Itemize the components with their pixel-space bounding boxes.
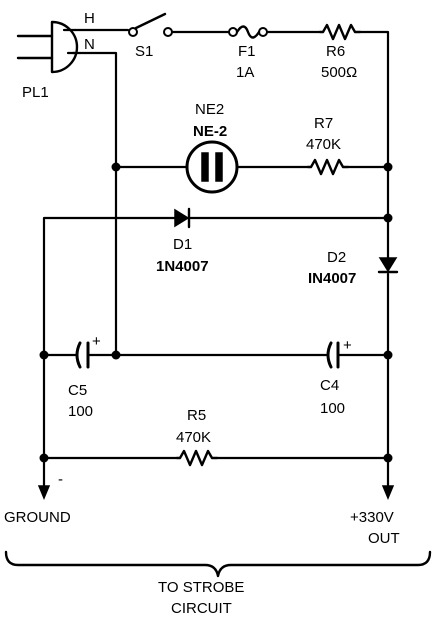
switch-ref-label: S1 bbox=[135, 43, 153, 60]
c5-polarity: + bbox=[92, 333, 101, 350]
r6-ref-label: R6 bbox=[326, 43, 345, 60]
ne2-ref-label: NE2 bbox=[195, 101, 224, 118]
plug-pl1: H N PL1 bbox=[16, 10, 95, 101]
resistor-r7: R7 470K bbox=[306, 115, 350, 176]
ne2-electrode-left bbox=[201, 152, 209, 182]
r5-value-label: 470K bbox=[176, 429, 211, 446]
junctions bbox=[39, 162, 393, 463]
d1-triangle bbox=[174, 208, 190, 228]
outputs: - GROUND +330V OUT bbox=[4, 471, 400, 547]
bracket-brace bbox=[4, 550, 432, 578]
plug-body bbox=[50, 20, 79, 74]
c4-value-label: 100 bbox=[320, 400, 345, 417]
footer-line-1: TO STROBE bbox=[158, 579, 244, 596]
hv-out-arrow bbox=[381, 485, 395, 500]
wires bbox=[42, 28, 390, 489]
ground-sign: - bbox=[58, 471, 63, 488]
d2-triangle bbox=[378, 257, 398, 273]
ne2-electrode-right bbox=[215, 152, 223, 182]
junction-dot bbox=[383, 453, 393, 463]
capacitor-c5: + C5 100 bbox=[68, 333, 101, 420]
junction-dot bbox=[111, 162, 121, 172]
fuse-ref-label: F1 bbox=[238, 43, 256, 60]
ne2-value-label: NE-2 bbox=[193, 123, 227, 140]
switch-s1: S1 bbox=[128, 12, 173, 60]
c5-value-label: 100 bbox=[68, 403, 93, 420]
r7-zigzag bbox=[306, 158, 350, 176]
c4-ref-label: C4 bbox=[320, 377, 339, 394]
capacitor-c4: + C4 100 bbox=[320, 337, 352, 417]
junction-dot bbox=[39, 453, 49, 463]
ground-label: GROUND bbox=[4, 509, 71, 526]
fuse-element bbox=[235, 25, 261, 39]
resistor-r5: R5 470K bbox=[175, 407, 219, 467]
ground-arrow bbox=[37, 485, 51, 500]
c4-polarity: + bbox=[343, 337, 352, 354]
neon-lamp-ne2: NE2 NE-2 bbox=[185, 101, 239, 194]
d1-left-wire bbox=[42, 216, 177, 357]
switch-contact-right bbox=[163, 27, 173, 37]
r7-value-label: 470K bbox=[306, 136, 341, 153]
hv-out-label: +330V bbox=[350, 509, 394, 526]
ne2-envelope bbox=[185, 140, 239, 194]
junction-dot bbox=[111, 350, 121, 360]
d2-value-label: IN4007 bbox=[308, 270, 356, 287]
junction-dot bbox=[39, 350, 49, 360]
r7-ref-label: R7 bbox=[314, 115, 333, 132]
d1-value-label: 1N4007 bbox=[156, 258, 209, 275]
diode-d1: D1 1N4007 bbox=[156, 207, 209, 275]
junction-dot bbox=[383, 162, 393, 172]
d2-ref-label: D2 bbox=[327, 249, 346, 266]
c4-plate-curved bbox=[326, 341, 333, 369]
diode-d2: D2 IN4007 bbox=[308, 249, 399, 287]
r6-zigzag bbox=[318, 23, 362, 41]
fuse-value-label: 1A bbox=[236, 64, 254, 81]
fuse-f1: F1 1A bbox=[228, 25, 268, 81]
plug-hot-label: H bbox=[84, 10, 95, 27]
c5-ref-label: C5 bbox=[68, 382, 87, 399]
plug-neutral-label: N bbox=[84, 36, 95, 53]
r5-ref-label: R5 bbox=[187, 407, 206, 424]
c5-plate-curved bbox=[75, 341, 82, 369]
r5-zigzag bbox=[175, 449, 219, 467]
switch-lever bbox=[134, 12, 167, 30]
neutral-wire bbox=[71, 51, 118, 357]
r6-right-rail-wire bbox=[358, 30, 390, 260]
d1-ref-label: D1 bbox=[173, 236, 192, 253]
resistor-r6: R6 500Ω bbox=[318, 23, 362, 81]
junction-dot bbox=[383, 213, 393, 223]
r6-value-label: 500Ω bbox=[321, 64, 357, 81]
switch-contact-left bbox=[128, 27, 138, 37]
footer-line-2: CIRCUIT bbox=[171, 600, 232, 617]
junction-dot bbox=[383, 350, 393, 360]
plug-ref-label: PL1 bbox=[22, 84, 49, 101]
hv-out-sub-label: OUT bbox=[368, 530, 400, 547]
